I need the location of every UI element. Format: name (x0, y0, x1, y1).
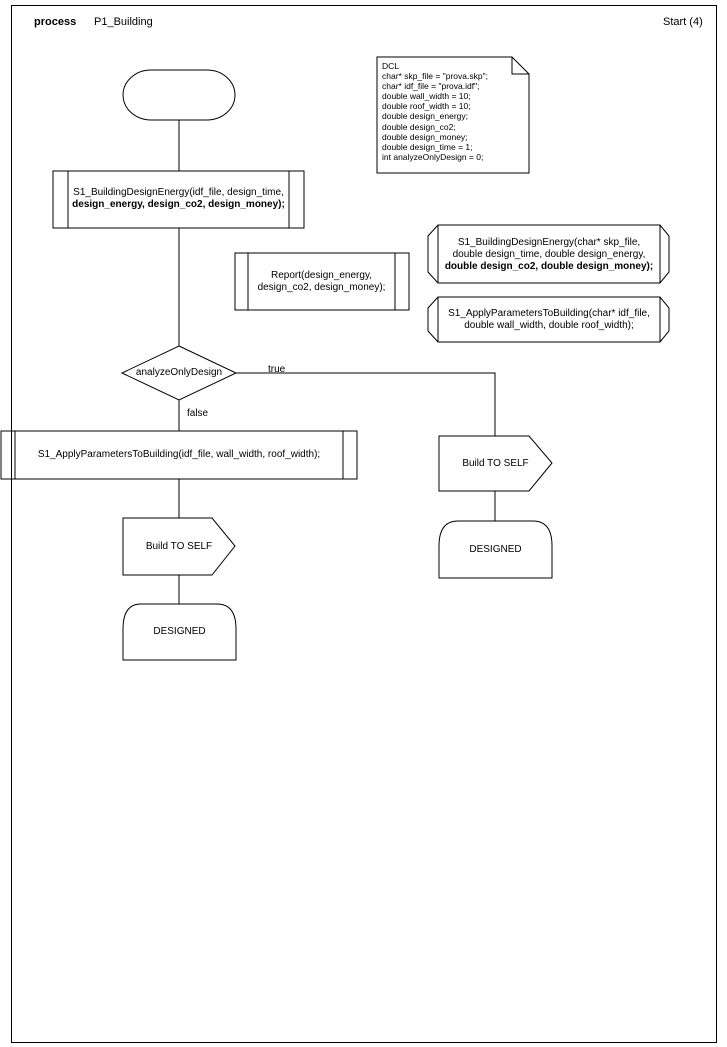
page-indicator: Start (4) (663, 16, 703, 28)
left-state-symbol (122, 603, 237, 661)
right-output-signal (438, 435, 553, 492)
left-output-signal (122, 517, 236, 576)
true-label: true (268, 364, 286, 375)
procedure-energy-line1: S1_BuildingDesignEnergy(char* skp_file, (457, 237, 641, 248)
dcl-symbol (376, 56, 530, 174)
dcl-line: double design_co2; (382, 121, 456, 132)
report-box (234, 252, 410, 311)
dcl-line: char* idf_file = "prova.idf"; (382, 81, 480, 92)
false-label: false (187, 408, 209, 419)
procedure-energy-line2: double design_time, double design_energy… (452, 249, 646, 260)
right-state-label: DESIGNED (469, 543, 522, 555)
call-energy-label: S1_BuildingDesignEnergy(idf_file, design… (68, 187, 289, 211)
dcl-line: double wall_width = 10; (382, 91, 471, 102)
dcl-line: char* skp_file = "prova.skp"; (382, 71, 488, 82)
left-state-label: DESIGNED (153, 626, 206, 637)
decision-label: analyzeOnlyDesign (135, 367, 223, 378)
dcl-line: double roof_width = 10; (382, 101, 471, 112)
start-symbol (122, 69, 236, 121)
procedure-energy-line3: double design_co2, double design_money); (444, 261, 654, 272)
dcl-line: double design_energy; (382, 111, 469, 122)
call-energy-line2: design_energy, design_co2, design_money)… (72, 199, 285, 210)
connector-true-branch (236, 372, 496, 436)
left-output-label: Build TO SELF (145, 540, 213, 552)
process-keyword: process (34, 16, 77, 28)
call-energy-line1: S1_BuildingDesignEnergy(idf_file, design… (73, 187, 284, 198)
report-line1: Report(design_energy, (271, 270, 372, 281)
procedure-apply-label: S1_ApplyParametersToBuilding(char* idf_f… (438, 308, 660, 332)
procedure-apply-line2: double wall_width, double roof_width); (464, 320, 634, 331)
right-state-symbol (438, 520, 553, 579)
diagram-frame (11, 5, 717, 1043)
dcl-line: int analyzeOnlyDesign = 0; (382, 151, 484, 162)
report-line2: design_co2, design_money); (257, 282, 386, 293)
right-output-label: Build TO SELF (462, 457, 529, 469)
dcl-line: DCL (382, 61, 400, 71)
report-label: Report(design_energy, design_co2, design… (248, 270, 395, 294)
procedure-energy-label: S1_BuildingDesignEnergy(char* skp_file, … (438, 237, 660, 273)
procedure-apply-line1: S1_ApplyParametersToBuilding(char* idf_f… (448, 308, 650, 319)
process-name: P1_Building (94, 16, 153, 28)
dcl-line: double design_money; (382, 131, 468, 142)
call-apply-label: S1_ApplyParametersToBuilding(idf_file, w… (37, 449, 321, 460)
dcl-line: double design_time = 1; (382, 141, 473, 152)
